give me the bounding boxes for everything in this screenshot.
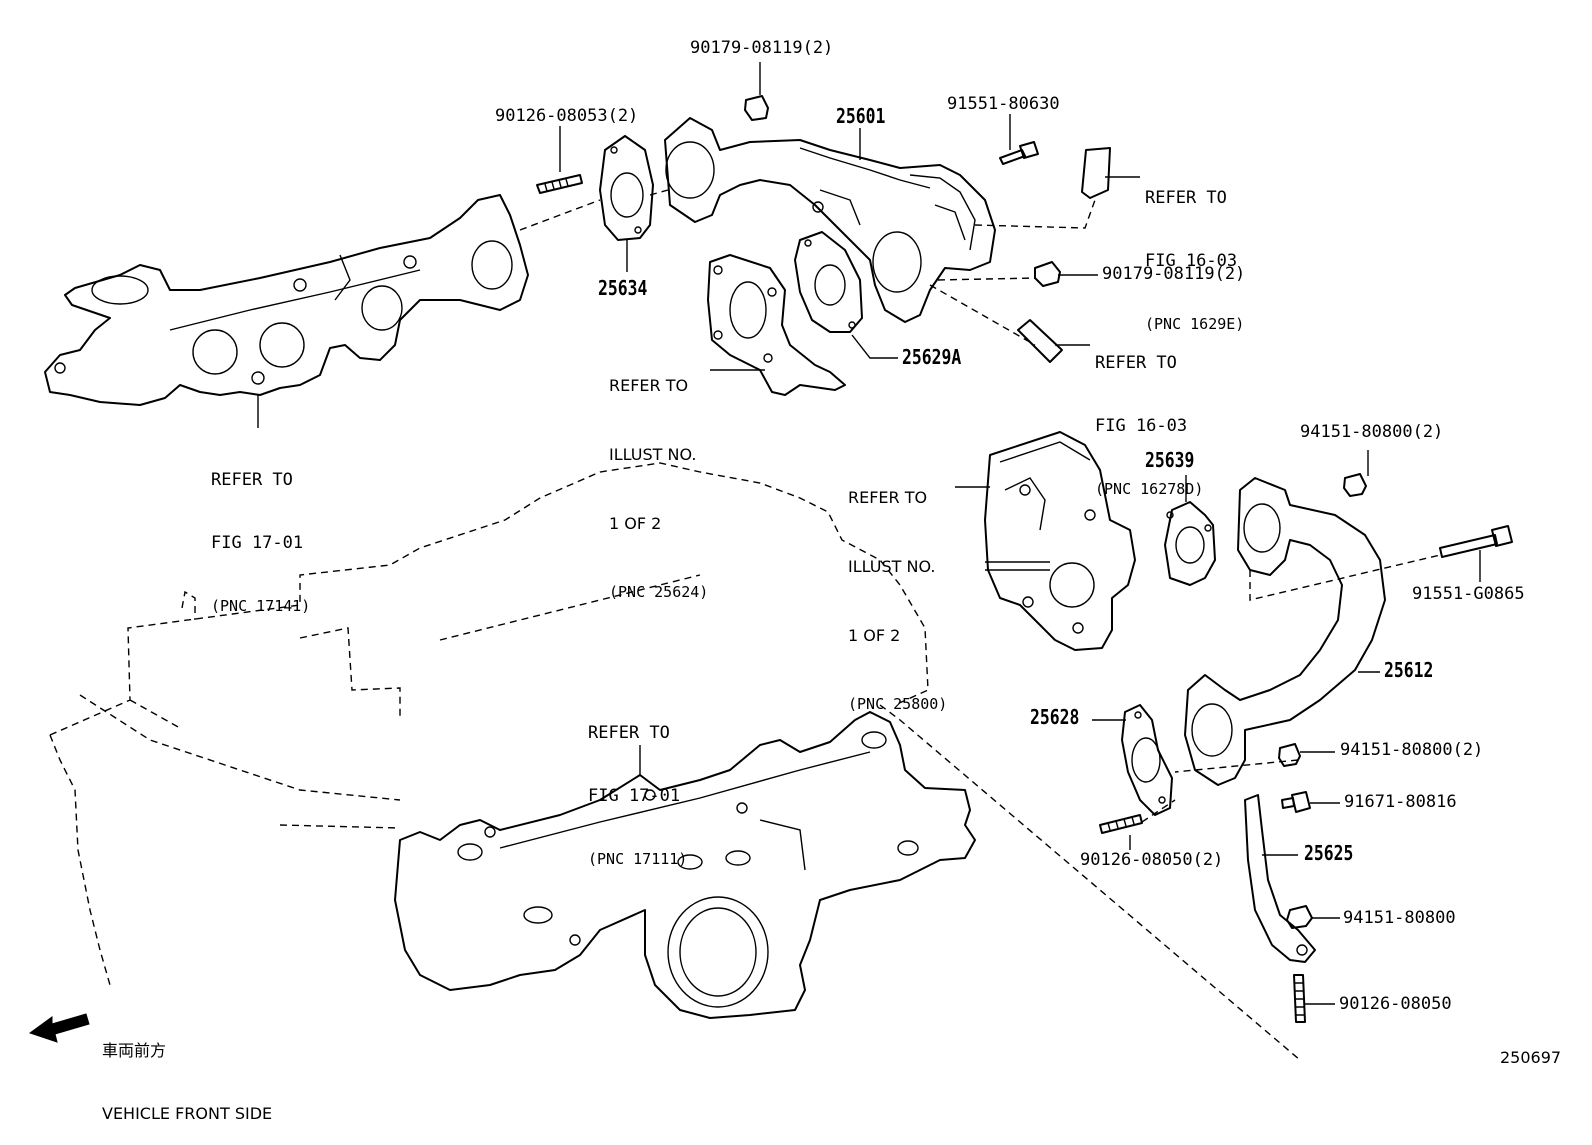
ref-illust-25800: REFER TO ILLUST NO. 1 OF 2 (PNC 25800) [848,440,947,739]
ref-pnc: (PNC 1629E) [1145,315,1245,333]
ref-line: FIG 16-03 [1145,251,1238,271]
intake-manifold [394,711,976,1019]
left-arrow-icon [28,1013,90,1043]
ref-line: ILLUST NO. [609,445,697,464]
leader-lines [257,62,1481,1005]
alignment-lines [519,189,1441,823]
gasket-25628 [1121,704,1173,816]
bolt-91671 [1281,791,1311,813]
bolt-91551-80630 [999,141,1039,165]
gasket-25639 [1164,501,1216,586]
ref-line: REFER TO [211,470,293,490]
callout-90126-08050-2: 90126-08050(2) [1080,850,1224,870]
callout-25628: 25628 [1030,705,1080,729]
nut-94151-low [1286,905,1313,929]
ref-pnc: (PNC 25624) [609,583,709,601]
egr-bracket-25624 [707,254,846,396]
ref-line: REFER TO [1145,188,1227,208]
stud-90126-top [536,174,583,194]
nut-90179-right [1034,261,1061,287]
ref-line: ILLUST NO. [848,557,936,576]
ref-pnc: (PNC 25800) [848,695,948,713]
callout-90179-08119-top: 90179-08119(2) [690,38,834,58]
ref-line: FIG 17-01 [211,533,304,553]
callout-25639: 25639 [1145,448,1195,472]
ref-fig-16-03-b: REFER TO FIG 16-03 (PNC 16278D) [1095,311,1203,521]
ref-line: 1 OF 2 [848,626,901,645]
ref-line: REFER TO [609,376,689,395]
egr-pipe-25612 [1184,477,1386,786]
ref-line: FIG 16-03 [1095,416,1188,436]
ref-line: REFER TO [848,488,928,507]
parts-diagram [28,62,1513,1061]
gasket-25634 [599,135,654,241]
bolt-91551-G0865 [1439,525,1513,558]
engine-outline [49,462,1301,1061]
nut-90179-top [744,95,769,121]
nut-94151-top [1343,473,1367,497]
callout-25601: 25601 [836,104,886,128]
gasket-25629A [794,231,863,333]
front-note-english: VEHICLE FRONT SIDE [102,1104,273,1123]
egr-valve-25800 [984,431,1136,651]
callout-25625: 25625 [1304,841,1354,865]
callout-90179-08119-right: 90179-08119(2) [1102,264,1246,284]
ref-pnc: (PNC 16278D) [1095,480,1204,498]
callout-91551-G0865: 91551-G0865 [1412,584,1525,604]
ref-line: FIG 17-01 [588,786,681,806]
callout-94151-80800-low: 94151-80800 [1343,908,1456,928]
ref-illust-25624: REFER TO ILLUST NO. 1 OF 2 (PNC 25624) [609,328,708,627]
callout-25634: 25634 [598,276,648,300]
ref-fig-17-01-b: REFER TO FIG 17-01 (PNC 17111) [588,681,687,891]
ref-pnc: (PNC 17111) [588,850,688,868]
ref-line: REFER TO [1095,353,1177,373]
callout-90126-08053: 90126-08053(2) [495,106,639,126]
diagram-code: 250697 [1500,1048,1562,1067]
ref-line: 1 OF 2 [609,514,662,533]
ref-fig-17-01-a: REFER TO FIG 17-01 (PNC 17141) [211,428,310,638]
stud-90126-bottom2 [1099,814,1143,834]
stud-90126-bottom [1293,974,1306,1023]
front-note-japanese: 車両前方 [102,1041,167,1060]
ref-line: REFER TO [588,723,670,743]
callout-25629A: 25629A [902,345,962,369]
callout-90126-08050: 90126-08050 [1339,994,1452,1014]
bracket-25625 [1244,794,1316,963]
hose-fig1603-a [1081,147,1111,199]
callout-25612: 25612 [1384,658,1434,682]
callout-91551-80630: 91551-80630 [947,94,1060,114]
egr-pipe-25601 [664,117,996,323]
hose-fig1603-b [1017,319,1063,363]
ref-pnc: (PNC 17141) [211,597,311,615]
callout-94151-80800-mid: 94151-80800(2) [1340,740,1484,760]
fasteners [536,95,1513,1023]
callout-91671-80816: 91671-80816 [1344,792,1457,812]
callout-94151-80800-top: 94151-80800(2) [1300,422,1444,442]
vehicle-front-note: 車両前方 VEHICLE FRONT SIDE [102,998,272,1145]
ref-fig-16-03-a: REFER TO FIG 16-03 (PNC 1629E) [1145,146,1244,356]
exhaust-manifold [44,194,529,406]
nut-94151-mid [1278,743,1301,767]
